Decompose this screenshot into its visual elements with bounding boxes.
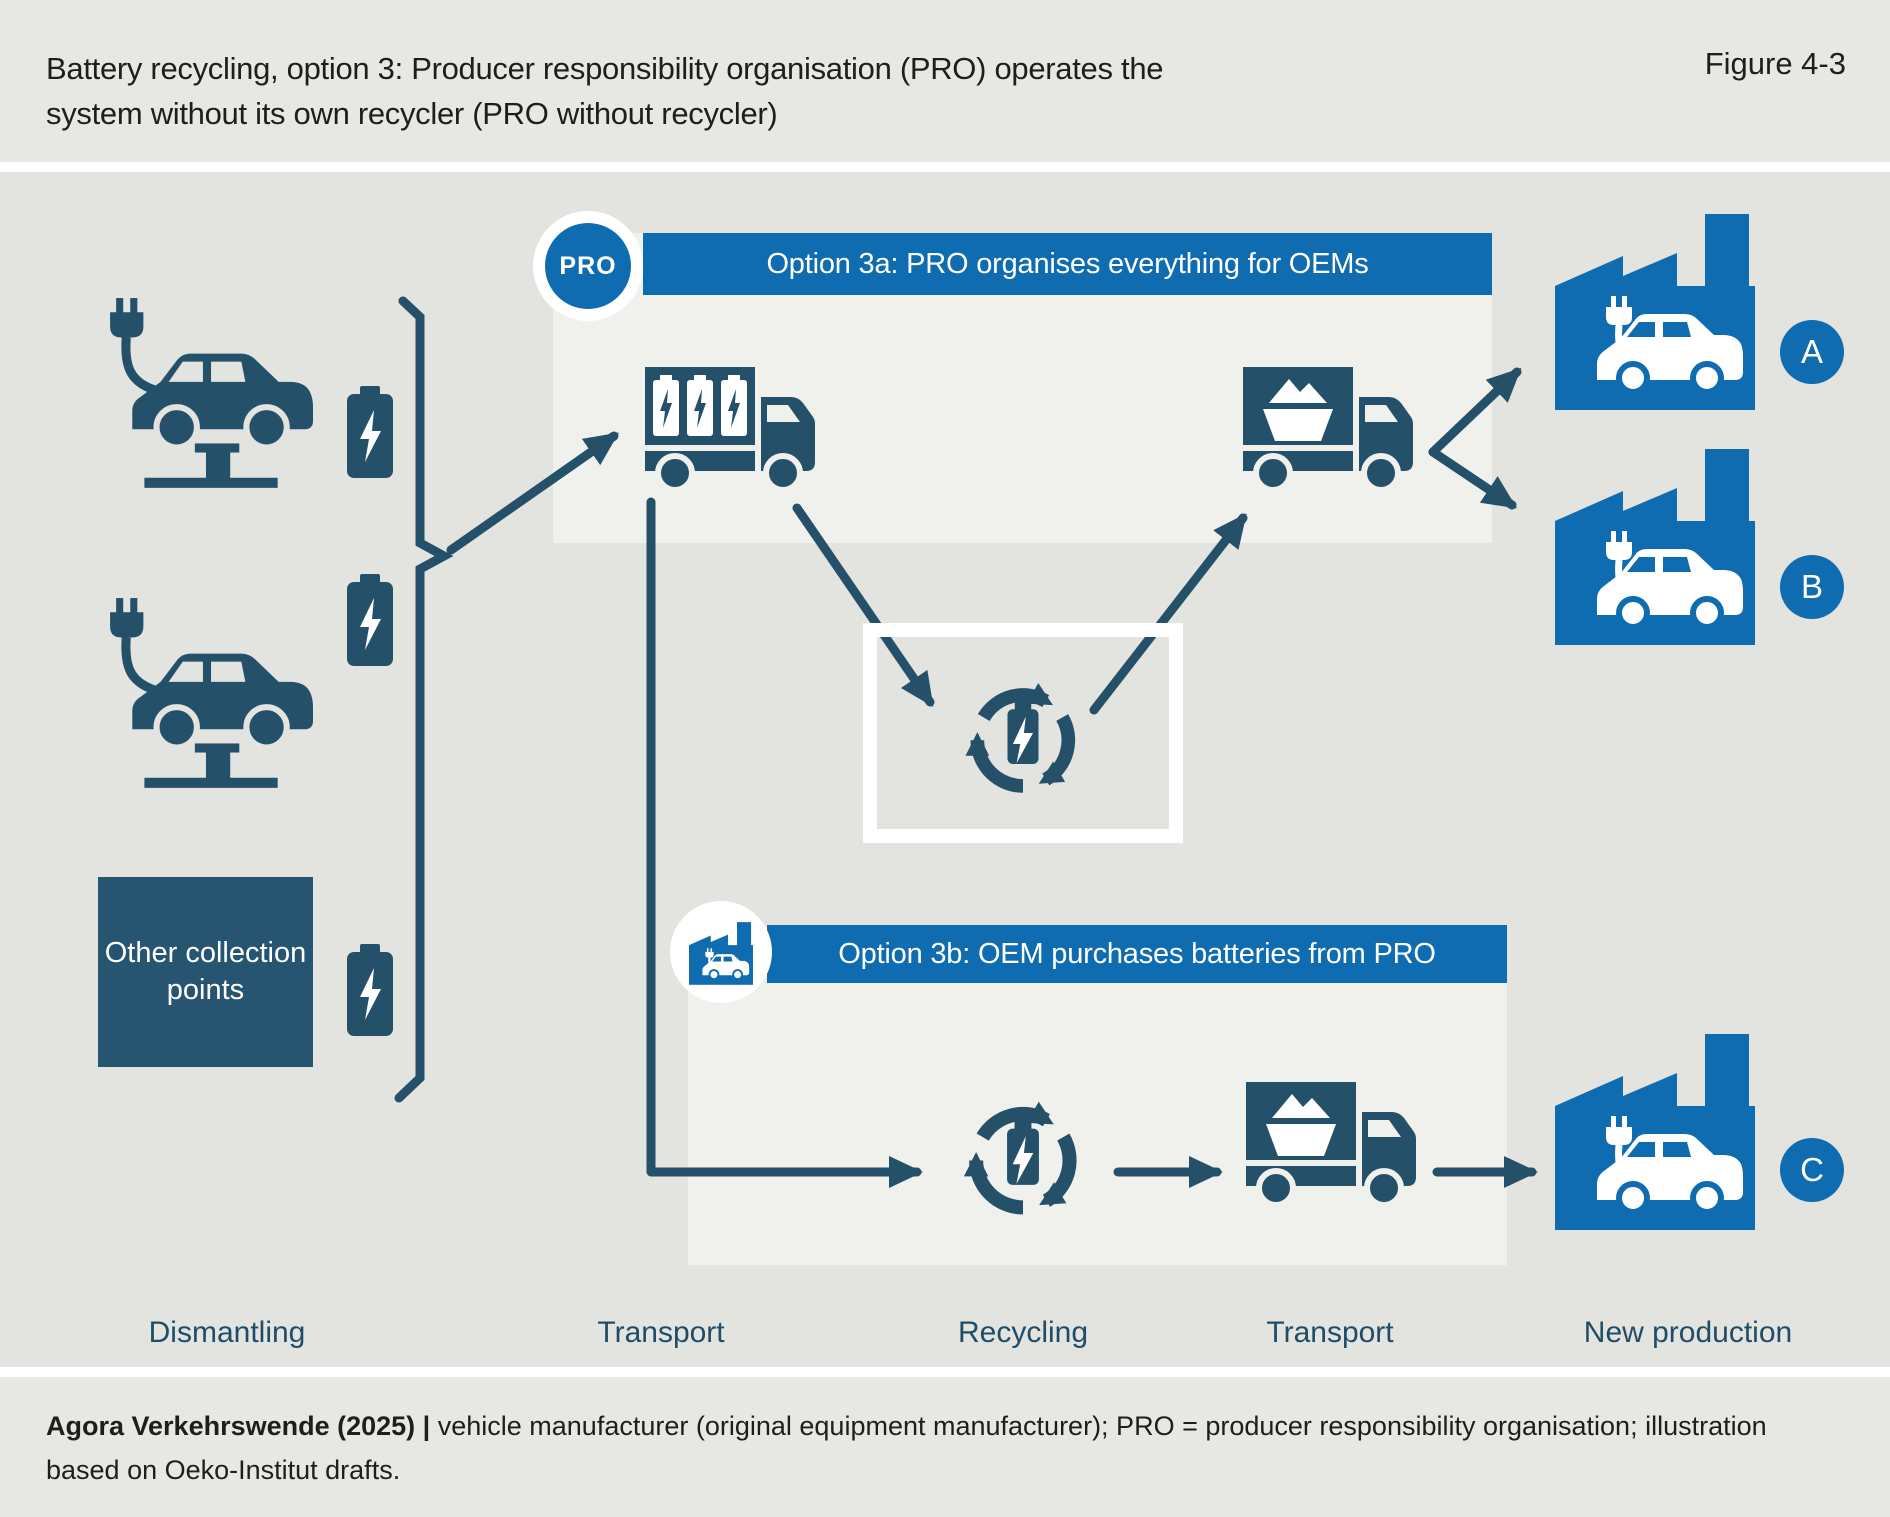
stage-label-dismantling: Dismantling bbox=[148, 1316, 306, 1349]
source-note: Agora Verkehrswende (2025) | vehicle man… bbox=[46, 1404, 1846, 1492]
materials-transport-truck-icon bbox=[1246, 1082, 1416, 1212]
stage-label-transport-2: Transport bbox=[1266, 1316, 1394, 1349]
battery-recycling-icon bbox=[950, 660, 1096, 806]
page-title-line1: Battery recycling, option 3: Producer re… bbox=[46, 51, 1164, 86]
stage-label-transport-1: Transport bbox=[597, 1316, 725, 1349]
oem-factory-b-icon bbox=[1555, 443, 1755, 645]
oem-factory-a-icon bbox=[1555, 208, 1755, 410]
other-collection-points-label: Other collection points bbox=[104, 937, 307, 1006]
materials-transport-truck-icon bbox=[1243, 367, 1413, 497]
oem-factory-c-icon bbox=[1555, 1028, 1755, 1230]
battery-icon bbox=[347, 944, 393, 1036]
factory-a-badge: A bbox=[1780, 320, 1844, 384]
battery-icon bbox=[347, 386, 393, 478]
stage-label-new-production: New production bbox=[1583, 1316, 1793, 1349]
oem-badge bbox=[670, 901, 772, 1003]
source-note-rest: vehicle manufacturer (original equipment… bbox=[46, 1411, 1767, 1485]
option-3b-banner: Option 3b: OEM purchases batteries from … bbox=[767, 925, 1507, 983]
battery-recycling-icon bbox=[948, 1078, 1098, 1228]
factory-a-letter: A bbox=[1800, 333, 1823, 370]
car-on-lift-icon bbox=[102, 596, 314, 798]
battery-icon bbox=[347, 574, 393, 666]
battery-transport-truck-icon bbox=[645, 367, 815, 497]
factory-c-letter: C bbox=[1800, 1151, 1824, 1188]
collection-bracket bbox=[394, 296, 454, 1103]
figure-number-label: Figure 4-3 bbox=[1704, 46, 1846, 81]
other-collection-points-box: Other collection points bbox=[98, 877, 313, 1067]
option-3a-banner: Option 3a: PRO organises everything for … bbox=[643, 233, 1492, 295]
factory-b-badge: B bbox=[1780, 555, 1844, 619]
top-divider bbox=[0, 162, 1890, 172]
pro-badge-label: PRO bbox=[545, 223, 631, 309]
recycling-box-frame bbox=[863, 623, 1183, 843]
pro-badge: PRO bbox=[533, 211, 643, 321]
factory-c-badge: C bbox=[1780, 1138, 1844, 1202]
option-3b-banner-text: Option 3b: OEM purchases batteries from … bbox=[838, 937, 1436, 970]
car-on-lift-icon bbox=[102, 296, 314, 498]
factory-b-letter: B bbox=[1800, 568, 1823, 605]
stage-label-recycling: Recycling bbox=[957, 1316, 1089, 1349]
bottom-divider bbox=[0, 1367, 1890, 1377]
option-3a-banner-text: Option 3a: PRO organises everything for … bbox=[766, 247, 1369, 280]
source-note-bold: Agora Verkehrswende (2025) | bbox=[46, 1411, 431, 1441]
oem-factory-icon bbox=[689, 920, 753, 985]
page-title-line2: system without its own recycler (PRO wit… bbox=[46, 96, 778, 131]
page-title: Battery recycling, option 3: Producer re… bbox=[46, 46, 1386, 136]
